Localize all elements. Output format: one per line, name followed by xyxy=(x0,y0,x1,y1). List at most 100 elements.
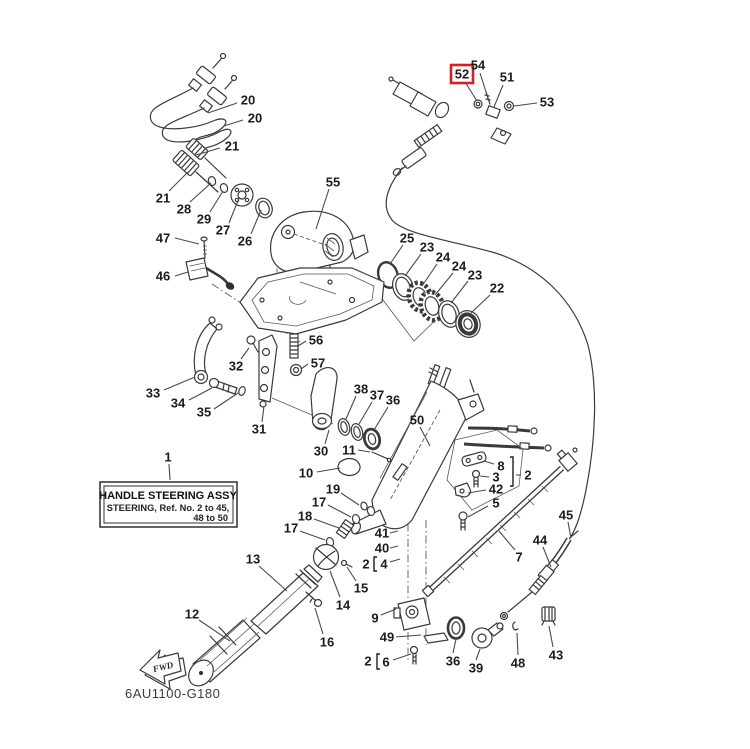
callout-9[interactable]: 9 xyxy=(371,611,378,626)
callout-11[interactable]: 11 xyxy=(342,443,356,458)
part-switch-group xyxy=(393,597,504,665)
callout-45[interactable]: 45 xyxy=(559,508,573,523)
info-box: HANDLE STEERING ASSY STEERING, Ref. No. … xyxy=(99,481,238,528)
callout-12[interactable]: 12 xyxy=(185,607,199,622)
leader-line xyxy=(498,530,516,551)
leader-line xyxy=(316,467,341,473)
callout-5[interactable]: 5 xyxy=(492,496,499,511)
callout-47[interactable]: 47 xyxy=(156,231,170,246)
info-box-line2: 48 to 50 xyxy=(193,513,228,523)
callout-7[interactable]: 7 xyxy=(515,550,522,565)
leader-line xyxy=(223,119,244,127)
callout-27[interactable]: 27 xyxy=(216,223,230,238)
callout-24[interactable]: 24 xyxy=(452,259,467,274)
callout-40[interactable]: 40 xyxy=(375,541,389,556)
callout-3[interactable]: 3 xyxy=(492,470,499,485)
callout-2[interactable]: 2 xyxy=(524,468,531,483)
leader-line xyxy=(389,530,399,534)
callout-55[interactable]: 55 xyxy=(326,175,340,190)
callout-4[interactable]: 4 xyxy=(380,557,388,572)
fwd-arrow: FWD xyxy=(139,649,187,690)
leader-line xyxy=(258,565,288,592)
callout-49[interactable]: 49 xyxy=(380,630,394,645)
callout-25[interactable]: 25 xyxy=(400,231,414,246)
callout-35[interactable]: 35 xyxy=(197,405,211,420)
callout-22[interactable]: 22 xyxy=(490,281,504,296)
leader-line xyxy=(389,545,399,549)
callout-36[interactable]: 36 xyxy=(446,654,460,669)
callout-39[interactable]: 39 xyxy=(469,661,483,676)
callout-21[interactable]: 21 xyxy=(156,191,170,206)
leader-line xyxy=(324,429,330,445)
callout-20[interactable]: 20 xyxy=(241,93,255,108)
callout-26[interactable]: 26 xyxy=(238,234,252,249)
info-box-line1: STEERING, Ref. No. 2 to 45, xyxy=(107,503,229,513)
leader-line xyxy=(315,188,330,230)
part-tiller-arm xyxy=(337,364,552,535)
callout-32[interactable]: 32 xyxy=(229,359,243,374)
part-levers xyxy=(193,316,338,431)
callout-50[interactable]: 50 xyxy=(410,413,424,428)
leader-line xyxy=(195,147,221,156)
leader-line xyxy=(358,401,373,425)
callout-46[interactable]: 46 xyxy=(156,269,170,284)
callout-19[interactable]: 19 xyxy=(326,482,340,497)
leader-line xyxy=(421,263,438,287)
callout-18[interactable]: 18 xyxy=(298,509,312,524)
callout-2[interactable]: 2 xyxy=(362,557,369,572)
callout-56[interactable]: 56 xyxy=(309,333,323,348)
callout-23[interactable]: 23 xyxy=(468,268,482,283)
part-throttle-cables xyxy=(149,52,273,219)
callout-1[interactable]: 1 xyxy=(164,450,171,465)
part-handle xyxy=(188,543,353,687)
leader-line xyxy=(483,460,495,465)
callout-23[interactable]: 23 xyxy=(420,240,434,255)
callout-17[interactable]: 17 xyxy=(312,495,326,510)
leader-line xyxy=(345,395,357,420)
callout-2[interactable]: 2 xyxy=(364,654,371,669)
callout-36[interactable]: 36 xyxy=(386,393,400,408)
leader-line xyxy=(189,182,212,203)
leader-line xyxy=(467,489,487,494)
callout-33[interactable]: 33 xyxy=(146,386,160,401)
callout-20[interactable]: 20 xyxy=(248,111,262,126)
callout-52[interactable]: 52 xyxy=(455,67,469,82)
callout-6[interactable]: 6 xyxy=(382,655,389,670)
leader-line xyxy=(567,521,572,539)
part-small-hardware xyxy=(446,429,524,531)
leader-line xyxy=(493,84,504,108)
callout-34[interactable]: 34 xyxy=(171,396,186,411)
leader-line xyxy=(380,608,397,616)
group-bracket xyxy=(376,653,380,670)
callout-41[interactable]: 41 xyxy=(375,526,389,541)
callout-44[interactable]: 44 xyxy=(533,533,548,548)
callout-16[interactable]: 16 xyxy=(320,635,334,650)
callout-17[interactable]: 17 xyxy=(284,521,298,536)
callout-8[interactable]: 8 xyxy=(497,459,504,474)
callout-42[interactable]: 42 xyxy=(489,482,503,497)
callout-48[interactable]: 48 xyxy=(511,656,525,671)
callout-13[interactable]: 13 xyxy=(246,552,260,567)
callout-21[interactable]: 21 xyxy=(225,139,239,154)
callout-15[interactable]: 15 xyxy=(354,581,368,596)
leader-line xyxy=(174,237,200,245)
callout-38[interactable]: 38 xyxy=(354,382,368,397)
callout-10[interactable]: 10 xyxy=(299,466,313,481)
callout-53[interactable]: 53 xyxy=(540,95,554,110)
callout-43[interactable]: 43 xyxy=(549,648,563,663)
callout-14[interactable]: 14 xyxy=(336,598,351,613)
callout-30[interactable]: 30 xyxy=(314,444,328,459)
callout-29[interactable]: 29 xyxy=(197,212,211,227)
callout-51[interactable]: 51 xyxy=(500,70,514,85)
part-bracket-46 xyxy=(185,236,235,290)
callout-37[interactable]: 37 xyxy=(370,388,384,403)
callout-54[interactable]: 54 xyxy=(471,58,486,73)
callout-31[interactable]: 31 xyxy=(252,422,266,437)
leader-line xyxy=(340,492,360,506)
leader-line xyxy=(548,625,554,648)
callout-24[interactable]: 24 xyxy=(436,250,451,265)
leader-line xyxy=(198,619,231,642)
callout-57[interactable]: 57 xyxy=(311,356,325,371)
leader-line xyxy=(464,81,478,102)
callout-28[interactable]: 28 xyxy=(177,202,191,217)
